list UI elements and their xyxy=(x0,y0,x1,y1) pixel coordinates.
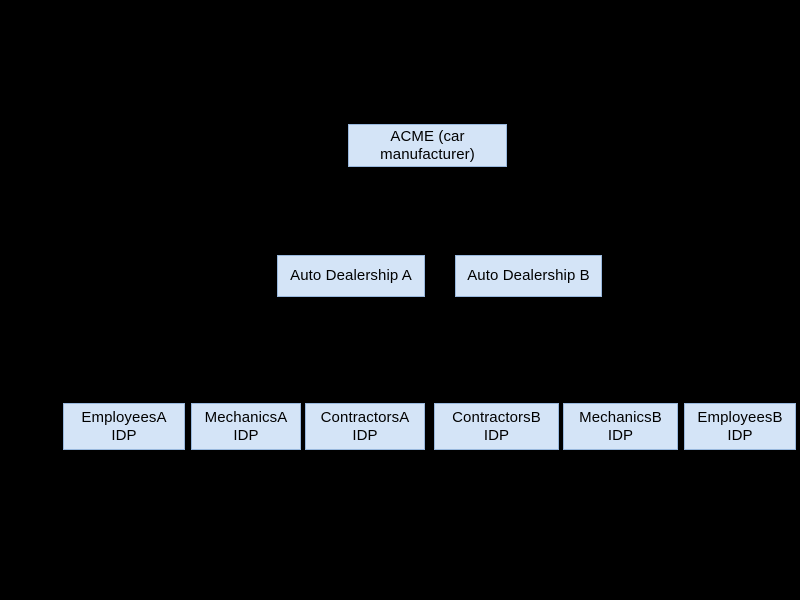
node-employees-a-idp[interactable]: EmployeesA IDP xyxy=(63,403,185,450)
node-dealership-b[interactable]: Auto Dealership B xyxy=(455,255,602,297)
node-employees-b-idp[interactable]: EmployeesB IDP xyxy=(684,403,796,450)
node-contractors-b-idp[interactable]: ContractorsB IDP xyxy=(434,403,559,450)
node-dealership-a[interactable]: Auto Dealership A xyxy=(277,255,425,297)
node-acme[interactable]: ACME (car manufacturer) xyxy=(348,124,507,167)
node-contractors-a-idp[interactable]: ContractorsA IDP xyxy=(305,403,425,450)
node-mechanics-a-idp[interactable]: MechanicsA IDP xyxy=(191,403,301,450)
node-mechanics-b-idp[interactable]: MechanicsB IDP xyxy=(563,403,678,450)
